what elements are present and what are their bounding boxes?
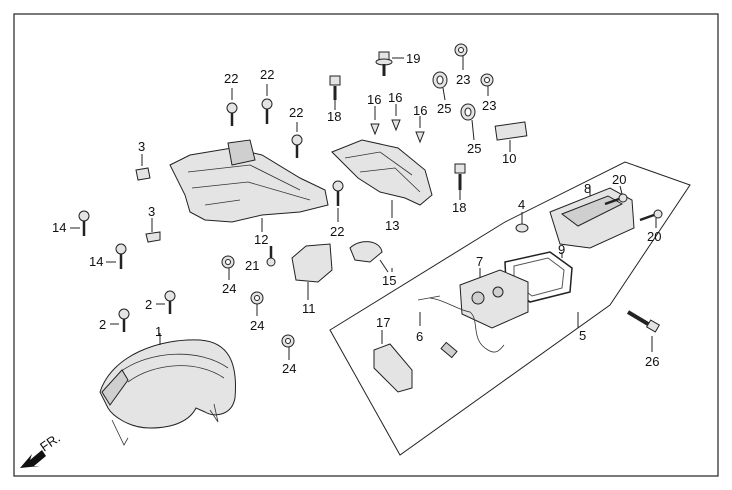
part-14-screw-b <box>106 243 127 269</box>
callout-7: 7 <box>476 254 483 269</box>
part-16-rivet-b <box>391 104 401 132</box>
diagram-border <box>13 13 719 477</box>
part-20-screw-a <box>604 185 628 206</box>
callout-23b: 23 <box>482 98 496 113</box>
part-17-plate-bracket <box>373 330 413 393</box>
callout-22b: 22 <box>260 67 274 82</box>
part-12-inner-bracket <box>169 139 329 232</box>
callout-18a: 18 <box>327 109 341 124</box>
front-label: FR. <box>37 430 63 454</box>
callout-2b: 2 <box>99 317 106 332</box>
part-20-screw-b <box>639 209 663 228</box>
callout-10: 10 <box>502 151 516 166</box>
part-24-nut-a <box>221 255 235 280</box>
part-11-small-cover <box>291 243 333 300</box>
part-13-side-cover <box>331 139 433 218</box>
part-22-screw-d <box>332 180 344 222</box>
front-direction-indicator: FR. <box>20 430 63 468</box>
callout-1: 1 <box>155 324 162 339</box>
part-3-clip-b <box>145 218 161 243</box>
callout-9: 9 <box>558 242 565 257</box>
part-18-bolt-b <box>454 163 466 200</box>
taillight-group-outline <box>329 161 691 456</box>
part-25-washer-b <box>460 103 476 141</box>
callout-3a: 3 <box>138 139 145 154</box>
callout-16c: 16 <box>413 103 427 118</box>
callout-17: 17 <box>376 315 390 330</box>
callout-15: 15 <box>382 273 396 288</box>
callout-22c: 22 <box>289 105 303 120</box>
part-14-screw-a <box>70 210 90 236</box>
part-26-bolt <box>626 310 661 352</box>
callout-24a: 24 <box>222 281 236 296</box>
callout-16a: 16 <box>367 92 381 107</box>
part-16-rivet-c <box>415 116 425 144</box>
part-19-bolt <box>375 51 404 76</box>
callout-22a: 22 <box>224 71 238 86</box>
callout-6: 6 <box>416 329 423 344</box>
part-23-nut-b <box>480 73 494 96</box>
callout-24c: 24 <box>282 361 296 376</box>
callout-20a: 20 <box>612 172 626 187</box>
callout-12: 12 <box>254 232 268 247</box>
fasteners <box>70 43 663 360</box>
callout-4: 4 <box>518 197 525 212</box>
part-6-wiring <box>417 295 505 359</box>
callout-3b: 3 <box>148 204 155 219</box>
callout-20b: 20 <box>647 229 661 244</box>
callout-24b: 24 <box>250 318 264 333</box>
callout-25b: 25 <box>467 141 481 156</box>
callout-19: 19 <box>406 51 420 66</box>
part-1-rear-cover <box>99 333 237 446</box>
callout-11: 11 <box>302 301 316 316</box>
part-24-nut-b <box>250 291 264 316</box>
callout-22d: 22 <box>330 224 344 239</box>
callout-labels: 1 2 2 3 3 4 5 6 7 8 9 10 11 12 13 14 14 … <box>52 51 661 376</box>
callout-14a: 14 <box>52 220 66 235</box>
part-2-screw-b <box>110 308 130 332</box>
callout-5: 5 <box>579 328 586 343</box>
callout-16b: 16 <box>388 90 402 105</box>
callout-13: 13 <box>385 218 399 233</box>
part-23-nut-a <box>454 43 468 70</box>
part-4-bulb <box>515 212 529 233</box>
callout-14b: 14 <box>89 254 103 269</box>
part-22-screw-c <box>291 122 303 158</box>
callout-25a: 25 <box>437 101 451 116</box>
callout-18b: 18 <box>452 200 466 215</box>
part-15-clip-plate <box>349 241 389 273</box>
part-7-light-base <box>459 268 529 329</box>
callout-2a: 2 <box>145 297 152 312</box>
part-25-washer-a <box>432 71 448 101</box>
part-22-screw-b <box>261 84 273 124</box>
callout-21: 21 <box>245 258 259 273</box>
part-24-nut-c <box>281 334 295 360</box>
front-arrow-icon <box>20 450 46 468</box>
part-21-screw <box>266 246 276 267</box>
part-10-reflector <box>494 121 528 152</box>
part-16-rivet-a <box>370 106 380 136</box>
callout-26: 26 <box>645 354 659 369</box>
callout-23a: 23 <box>456 72 470 87</box>
part-22-screw-a <box>226 88 238 126</box>
part-18-bolt-a <box>329 75 341 110</box>
callout-8: 8 <box>584 181 591 196</box>
part-2-screw-a <box>156 290 176 314</box>
part-3-clip-a <box>135 154 151 181</box>
